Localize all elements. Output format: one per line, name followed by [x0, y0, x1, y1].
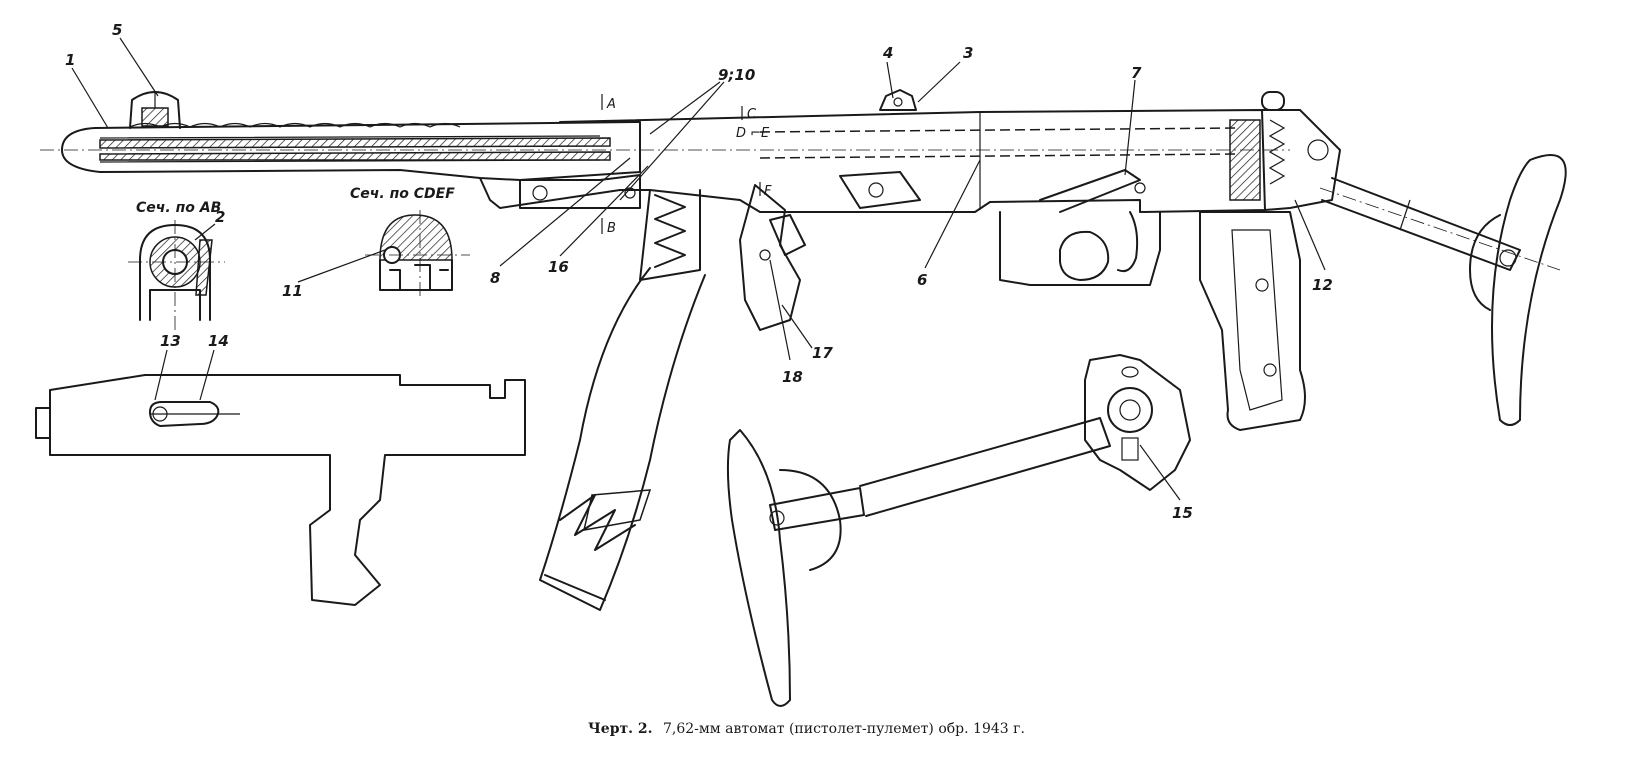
barrel-jacket [61, 121, 641, 181]
stock-rod [859, 417, 1111, 517]
part-number-labels: 1 2 3 4 5 6 7 8 9;10 11 12 13 14 15 16 1… [65, 21, 1333, 522]
butt-plate [1491, 154, 1567, 426]
part-number-5: 5 [112, 21, 122, 39]
part-number-16: 16 [548, 258, 569, 276]
trigger-guard [999, 211, 1161, 286]
part-number-4: 4 [882, 44, 893, 62]
section-ab-label: Сеч. по AB [136, 200, 221, 216]
receiver [479, 109, 1266, 213]
part-number-9-10: 9;10 [718, 66, 755, 84]
magazine-well [639, 189, 701, 281]
cut-mark-de: D ⌐E [736, 126, 770, 141]
pistol-grip [1199, 211, 1306, 431]
cut-mark-c: C [747, 107, 757, 122]
section-cdef-view [365, 210, 470, 300]
part-number-12: 12 [1312, 276, 1333, 294]
part-number-18: 18 [782, 368, 803, 386]
leader-lines [71, 37, 1326, 501]
part-number-17: 17 [812, 344, 833, 362]
part-number-3: 3 [963, 44, 973, 62]
section-cdef-label: Сеч. по CDEF [350, 186, 455, 202]
rear-sight [879, 89, 917, 111]
part-number-11: 11 [282, 282, 303, 300]
caption-text: 7,62-мм автомат (пистолет-пулемет) обр. … [663, 721, 1025, 737]
figure-caption: Черт. 2. 7,62-мм автомат (пистолет-пулем… [588, 721, 1025, 737]
trigger [1117, 211, 1139, 273]
part-number-2: 2 [215, 208, 225, 226]
stock-butt-plate [726, 429, 791, 707]
part-number-13: 13 [160, 332, 181, 350]
section-ab-view [128, 220, 225, 330]
part-number-1: 1 [65, 51, 75, 69]
cut-mark-a: A [606, 97, 616, 112]
receiver-plate-view [35, 374, 526, 606]
cut-mark-f: F [764, 184, 772, 199]
part-number-7: 7 [1131, 64, 1142, 82]
main-weapon-view [40, 89, 1567, 611]
part-number-15: 15 [1172, 504, 1193, 522]
stock-arm [1321, 177, 1521, 271]
magazine [539, 267, 706, 611]
caption-prefix: Черт. 2. [588, 721, 653, 737]
part-number-6: 6 [917, 271, 927, 289]
part-number-8: 8 [490, 269, 500, 287]
part-number-14: 14 [208, 332, 229, 350]
section-labels: Сеч. по AB Сеч. по CDEF [136, 186, 455, 216]
cut-marks: A B C D ⌐E F [601, 94, 772, 236]
unfolded-stock-view [726, 354, 1191, 707]
cut-mark-b: B [607, 221, 616, 236]
magazine-catch [739, 184, 801, 331]
